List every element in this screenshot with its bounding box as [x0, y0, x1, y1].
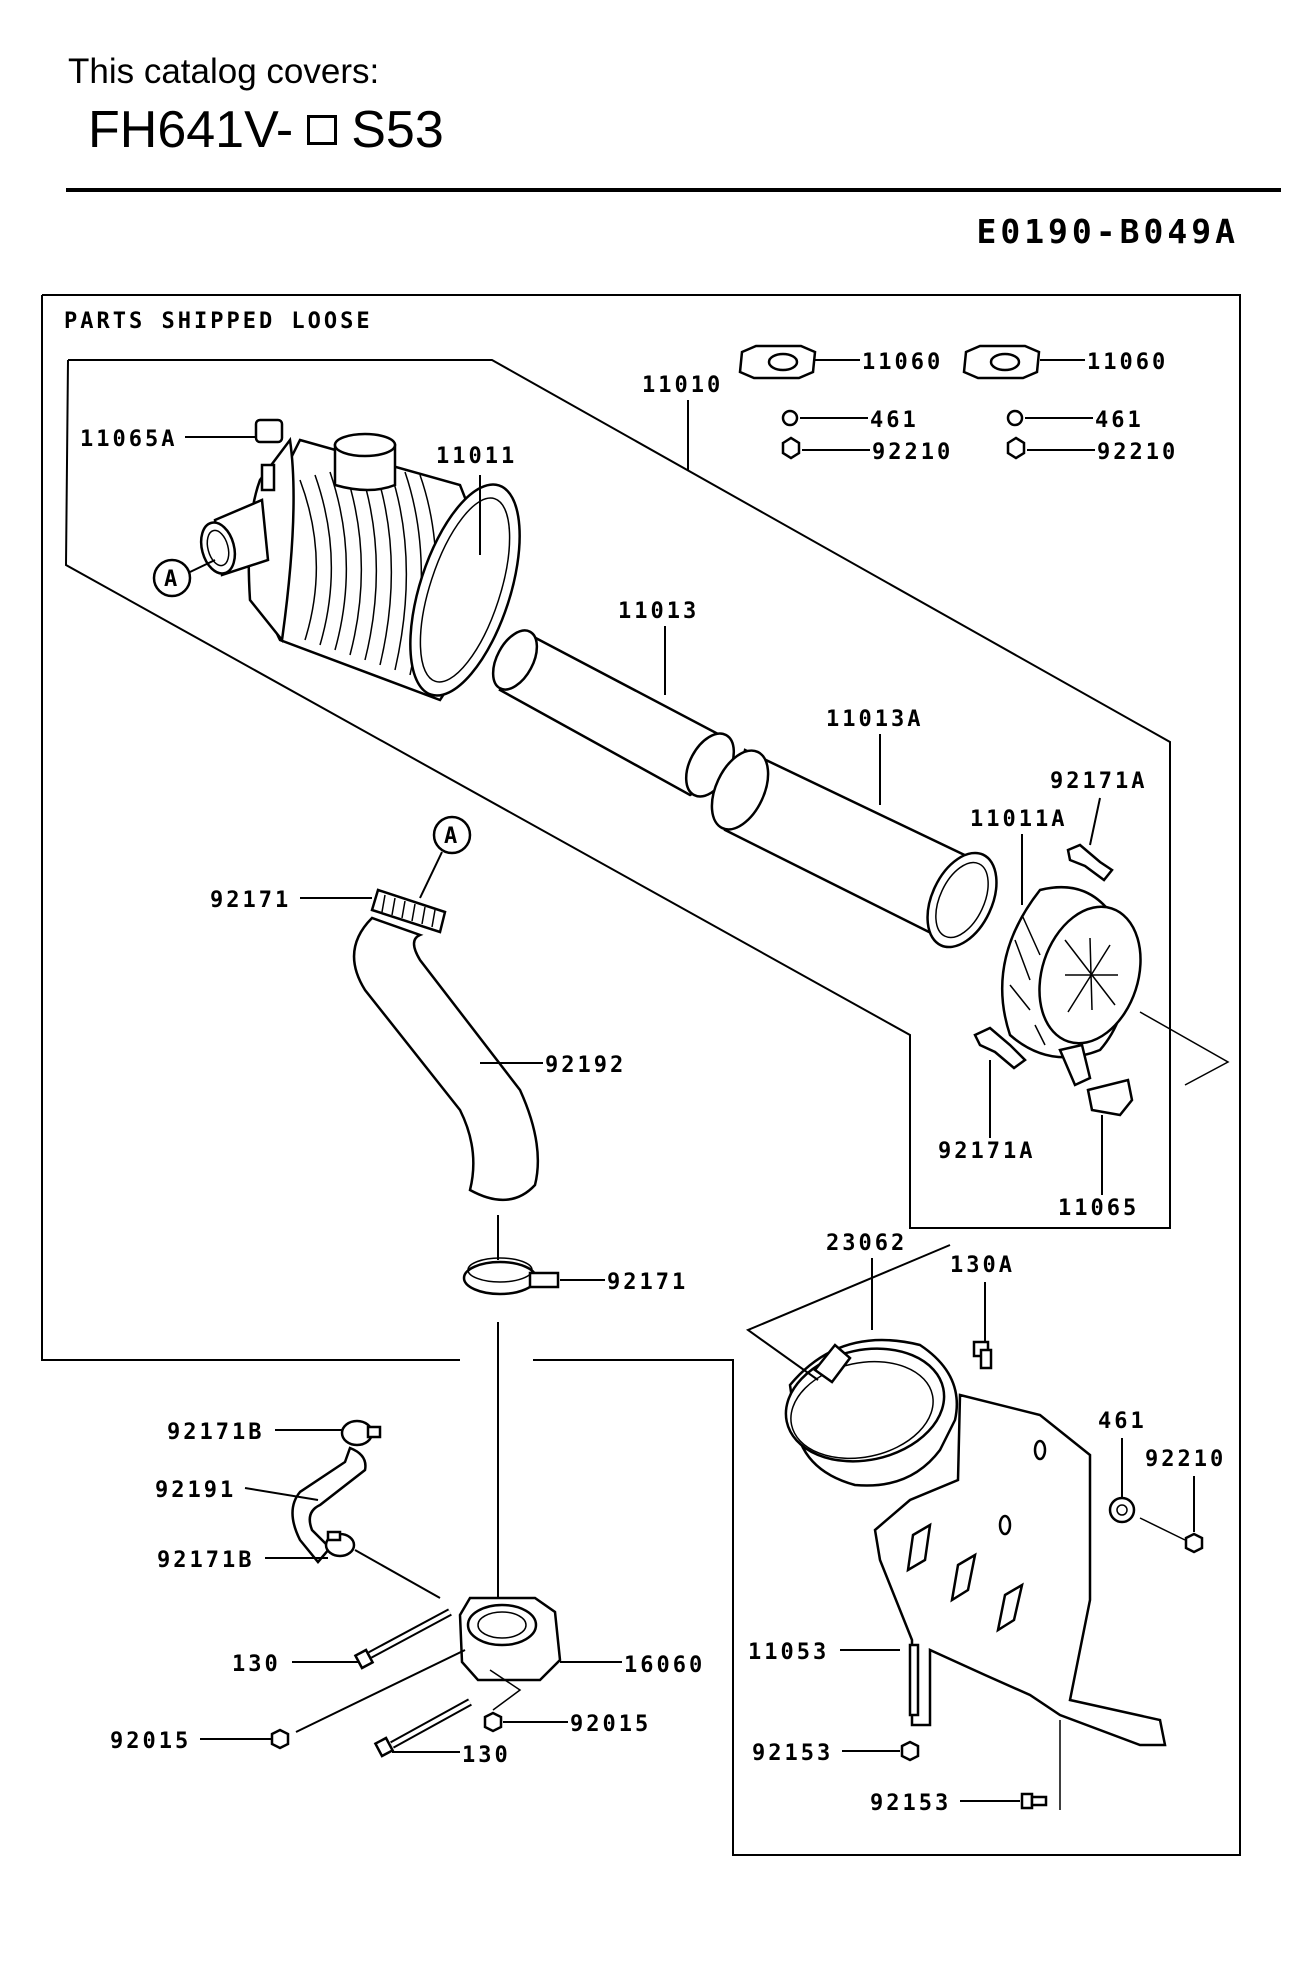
- bolt-130-upper: [353, 1608, 452, 1670]
- label-11013A: 11013A: [826, 707, 923, 732]
- bolt-92153-lower: [1020, 1792, 1048, 1810]
- washer-461-left: [781, 409, 799, 427]
- label-11060-left: 11060: [862, 350, 943, 375]
- bracket-11053: [873, 1393, 1167, 1747]
- gasket-11060-right: [962, 344, 1041, 380]
- label-461-right: 461: [1095, 408, 1144, 433]
- nut-92015-right: [483, 1711, 503, 1733]
- washer-461-bracket: [1108, 1496, 1136, 1524]
- loose-parts-frame-left: [41, 295, 460, 1361]
- section-title: PARTS SHIPPED LOOSE: [64, 309, 373, 334]
- label-92171A-top: 92171A: [1050, 769, 1147, 794]
- label-92210-bracket: 92210: [1145, 1447, 1226, 1472]
- label-92015-right: 92015: [570, 1712, 651, 1737]
- label-92171B-top: 92171B: [167, 1420, 264, 1445]
- label-92192: 92192: [545, 1053, 626, 1078]
- label-92210-right: 92210: [1097, 440, 1178, 465]
- label-11010: 11010: [642, 373, 723, 398]
- nut-92015-left: [270, 1728, 290, 1750]
- bolt-130-lower: [373, 1698, 472, 1758]
- catalog-covers-caption: This catalog covers:: [68, 52, 380, 91]
- model-placeholder-box-icon: [307, 115, 338, 145]
- label-461-bracket: 461: [1098, 1409, 1147, 1434]
- clip-92171A-bottom: [973, 1026, 1027, 1070]
- label-11053: 11053: [748, 1640, 829, 1665]
- label-16060: 16060: [624, 1653, 705, 1678]
- label-461-left: 461: [870, 408, 919, 433]
- label-92171-upper: 92171: [210, 888, 291, 913]
- outer-element-11013A: [710, 748, 998, 949]
- clip-92171A-top: [1066, 843, 1114, 882]
- model-number: FH641V- S53: [88, 100, 444, 160]
- label-92210-left: 92210: [872, 440, 953, 465]
- label-130-lower: 130: [462, 1743, 511, 1768]
- gasket-11060-left: [738, 344, 817, 380]
- callout-a-housing-label: A: [164, 567, 180, 592]
- inner-element-11013: [491, 629, 736, 798]
- label-92171B-bottom: 92171B: [157, 1548, 254, 1573]
- nut-92210-bracket: [1184, 1532, 1204, 1554]
- callout-a-housing-icon: [152, 558, 192, 598]
- nut-92153-upper: [900, 1740, 920, 1762]
- loose-parts-frame: [42, 294, 1241, 1856]
- label-11011: 11011: [436, 444, 517, 469]
- label-130A: 130A: [950, 1253, 1015, 1278]
- model-prefix: FH641V-: [88, 101, 294, 159]
- adapter-16060: [458, 1596, 562, 1682]
- callout-a-hose-icon: [432, 815, 472, 855]
- label-11065A: 11065A: [80, 427, 177, 452]
- label-92153-upper: 92153: [752, 1741, 833, 1766]
- label-92171A-bottom: 92171A: [938, 1139, 1035, 1164]
- label-11060-right: 11060: [1087, 350, 1168, 375]
- clamp-92171-lower: [462, 1257, 560, 1296]
- drawing-number: E0190-B049A: [976, 212, 1239, 251]
- label-11013: 11013: [618, 599, 699, 624]
- label-130-upper: 130: [232, 1652, 281, 1677]
- model-suffix: S53: [351, 101, 444, 159]
- band-23062: [784, 1338, 959, 1487]
- cover-11011A: [1000, 885, 1142, 1087]
- hose-92191: [291, 1446, 367, 1564]
- nut-92210-left: [781, 436, 801, 460]
- air-cleaner-housing-11011: [199, 418, 521, 702]
- clamp-92171B-top: [340, 1419, 382, 1447]
- clamp-92171-upper: [370, 888, 447, 934]
- callout-a-hose-label: A: [444, 824, 460, 849]
- clamp-92171B-bottom: [324, 1530, 356, 1558]
- air-cleaner-group-outline: [64, 359, 1171, 1229]
- washer-461-right: [1006, 409, 1024, 427]
- air-cleaner-group-cut: [1139, 1011, 1230, 1086]
- nut-92210-right: [1006, 436, 1026, 460]
- label-11011A: 11011A: [970, 807, 1067, 832]
- hose-92192: [352, 916, 540, 1202]
- label-92015-left: 92015: [110, 1729, 191, 1754]
- bolt-130A: [972, 1340, 993, 1370]
- header-rule: [66, 188, 1281, 192]
- label-92153-lower: 92153: [870, 1791, 951, 1816]
- label-92171-lower: 92171: [607, 1270, 688, 1295]
- label-23062: 23062: [826, 1231, 907, 1256]
- label-11065: 11065: [1058, 1196, 1139, 1221]
- label-92191: 92191: [155, 1478, 236, 1503]
- dust-valve-11065: [1086, 1078, 1134, 1117]
